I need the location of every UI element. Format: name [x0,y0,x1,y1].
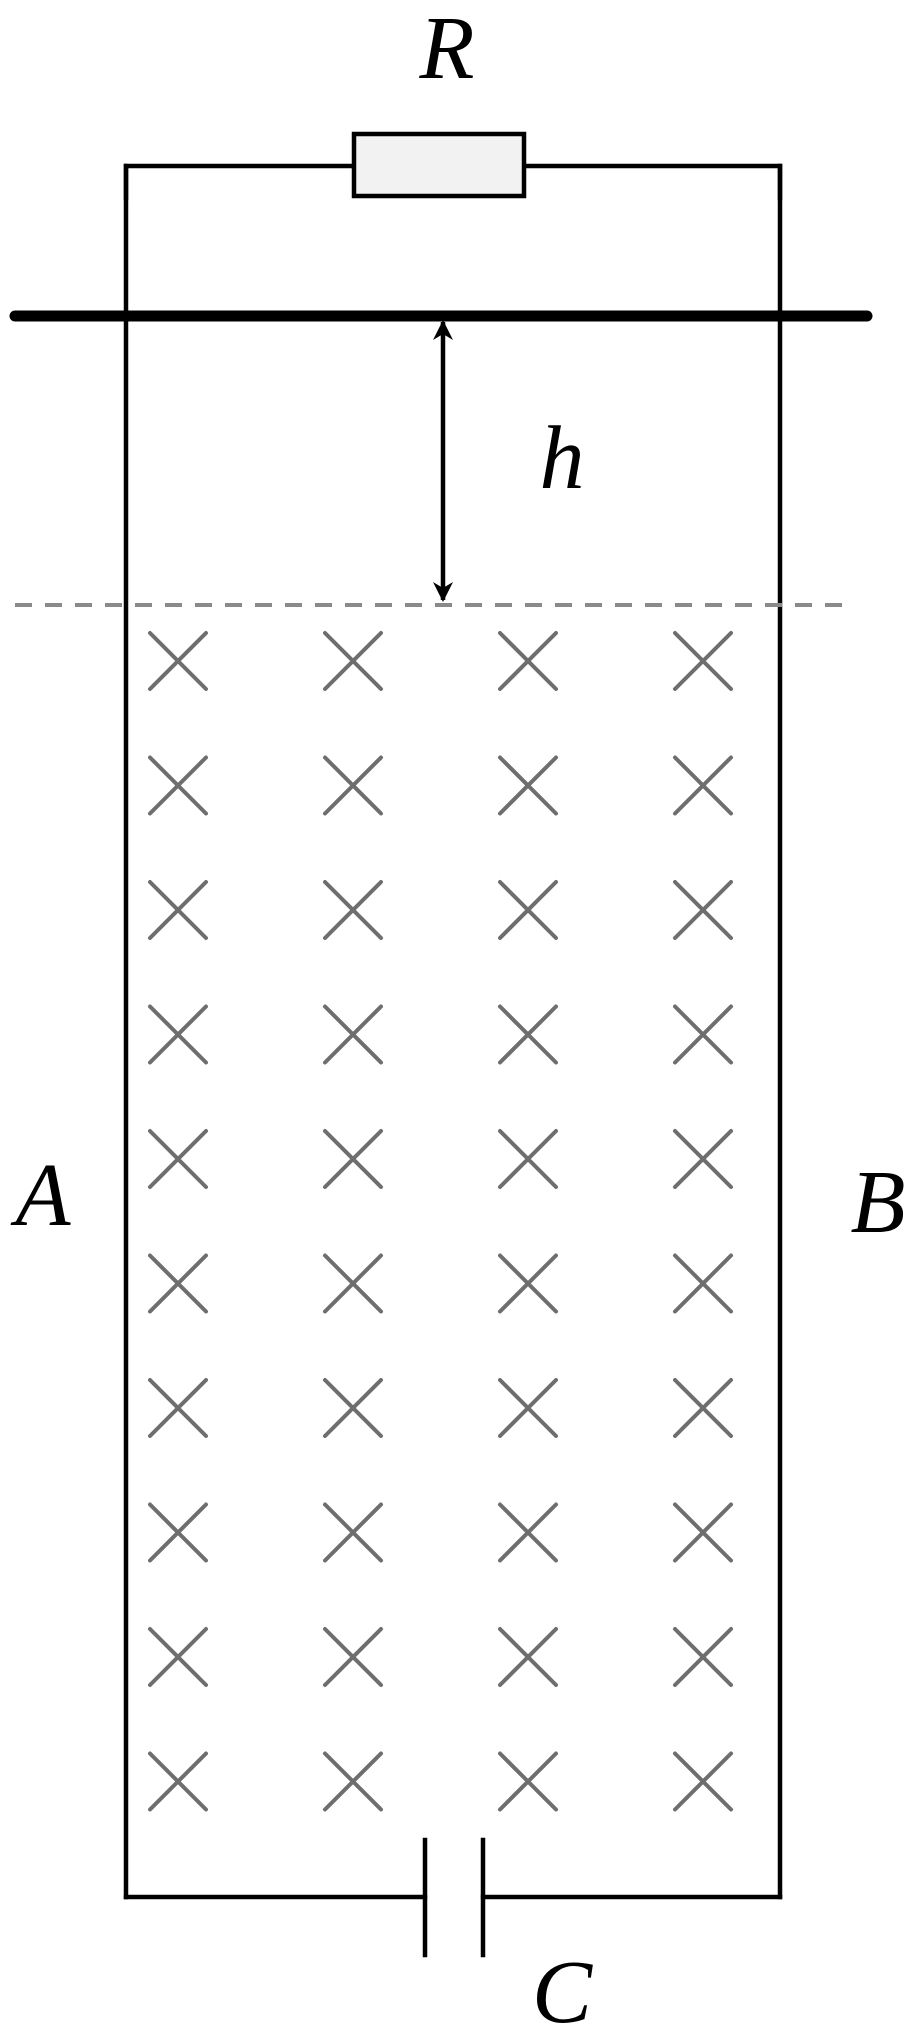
field-cross-icon [148,631,208,691]
field-cross-icon [498,880,558,940]
field-cross-icon [323,1502,383,1563]
field-cross-icon [673,1502,733,1563]
field-cross-icon [498,1253,558,1314]
magnetic-field [148,631,733,1812]
field-cross-icon [148,755,208,816]
field-cross-icon [498,631,558,691]
field-cross-icon [323,1004,383,1065]
field-cross-icon [498,755,558,816]
field-cross-icon [498,1502,558,1563]
field-cross-icon [673,755,733,816]
field-cross-icon [148,1627,208,1687]
field-cross-icon [323,1751,383,1812]
field-cross-icon [148,1751,208,1812]
field-cross-icon [498,1004,558,1065]
field-cross-icon [148,1378,208,1438]
field-cross-icon [498,1751,558,1812]
capacitor [422,1837,486,1958]
field-cross-icon [323,1129,383,1189]
field-cross-icon [148,1253,208,1314]
field-cross-icon [673,1751,733,1812]
field-cross-icon [323,755,383,816]
resistor [351,131,527,199]
field-cross-icon [323,1253,383,1314]
field-cross-icon [323,1627,383,1687]
height-label: h [540,409,585,508]
field-cross-icon [498,1378,558,1438]
left-rail-label: A [11,1146,72,1245]
field-cross-icon [323,631,383,691]
field-cross-icon [148,880,208,940]
field-cross-icon [673,1004,733,1065]
field-cross-icon [498,1627,558,1687]
field-cross-icon [148,1004,208,1065]
resistor-label: R [419,0,475,98]
field-cross-icon [673,1129,733,1189]
field-cross-icon [673,1253,733,1314]
field-cross-icon [323,880,383,940]
right-rail-label: B [851,1153,906,1252]
field-cross-icon [673,1627,733,1687]
field-cross-icon [673,880,733,940]
field-cross-icon [148,1129,208,1189]
field-cross-icon [673,1378,733,1438]
field-cross-icon [148,1502,208,1563]
field-cross-icon [673,631,733,691]
capacitor-label: C [532,1943,593,2033]
field-cross-icon [498,1129,558,1189]
field-cross-icon [323,1378,383,1438]
